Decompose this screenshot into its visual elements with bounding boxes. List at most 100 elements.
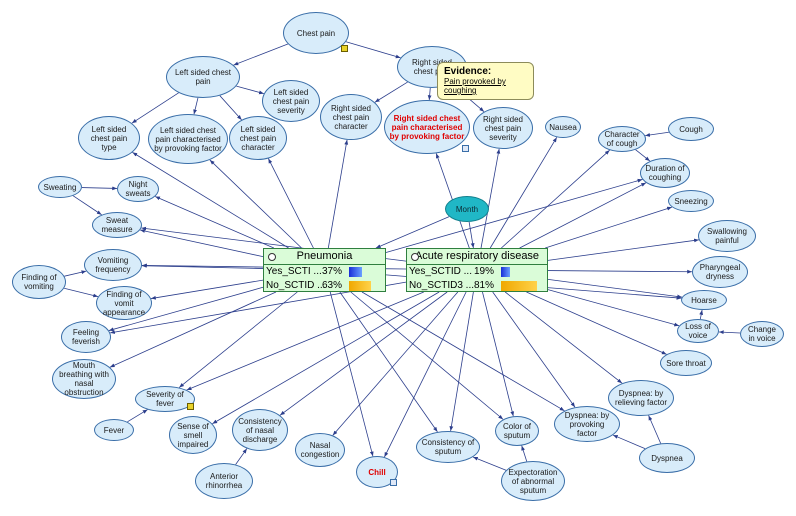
evidence-callout: Evidence: Pain provoked by coughing xyxy=(437,62,534,100)
node-label: Left sided chest pain character xyxy=(239,124,277,152)
node-label: Swallowing painful xyxy=(706,227,748,245)
collapse-circle-icon[interactable] xyxy=(268,253,276,261)
edge-arrow xyxy=(329,291,374,457)
state-row: No_SCTID ...63% xyxy=(264,279,385,293)
evidence-text[interactable]: Pain provoked by coughing xyxy=(444,77,506,95)
state-label: No_SCTID ... xyxy=(266,280,326,291)
edge-arrow xyxy=(267,158,314,249)
node-pharyngeal-dryness[interactable]: Pharyngeal dryness xyxy=(692,256,748,288)
node-label: Nausea xyxy=(549,122,577,132)
edge-arrow xyxy=(81,186,118,191)
node-label: Color of sputum xyxy=(502,422,531,440)
node-label: Sore throat xyxy=(666,358,706,368)
node-feeling-feverish[interactable]: Feeling feverish xyxy=(61,321,111,353)
node-duration-coughing[interactable]: Duration of coughing xyxy=(640,158,690,188)
node-vomit-appearance[interactable]: Finding of vomit appearance xyxy=(96,286,152,320)
node-consistency-sputum[interactable]: Consistency of sputum xyxy=(416,431,480,463)
node-loss-voice[interactable]: Loss of voice xyxy=(677,319,719,343)
node-label: Duration of coughing xyxy=(645,164,685,182)
node-label: Night sweats xyxy=(125,180,151,198)
node-anterior-rhinorrhea[interactable]: Anterior rhinorrhea xyxy=(195,463,253,499)
node-nausea[interactable]: Nausea xyxy=(545,116,581,138)
state-row: No_SCTID3 ...81% xyxy=(407,279,547,293)
node-left-chest-pain[interactable]: Left sided chest pain xyxy=(166,56,240,98)
node-vomiting-frequency[interactable]: Vomiting frequency xyxy=(84,249,142,281)
node-night-sweats[interactable]: Night sweats xyxy=(117,176,159,202)
node-label: Right sided chest pain character xyxy=(330,103,372,131)
node-chill[interactable]: Chill xyxy=(356,456,398,488)
node-change-voice[interactable]: Change in voice xyxy=(740,321,784,347)
node-label: Sense of smell impaired xyxy=(177,421,209,449)
edge-arrow xyxy=(427,87,432,101)
evidence-marker-icon xyxy=(390,479,397,486)
node-right-character[interactable]: Right sided chest pain character xyxy=(320,94,382,140)
node-nasal-congestion[interactable]: Nasal congestion xyxy=(295,433,345,467)
edge-arrow xyxy=(374,81,408,103)
node-chest-pain[interactable]: Chest pain xyxy=(283,12,349,54)
probability-bar xyxy=(501,267,510,277)
edge-arrow xyxy=(635,149,651,162)
node-sneezing[interactable]: Sneezing xyxy=(668,190,714,212)
state-value: 63% xyxy=(322,280,343,291)
node-month[interactable]: Month xyxy=(445,196,489,222)
edge-arrow xyxy=(699,309,704,320)
node-cough[interactable]: Cough xyxy=(668,117,714,141)
node-label: Nasal congestion xyxy=(300,441,340,459)
edge-arrow xyxy=(521,445,528,462)
node-right-provoking[interactable]: Right sided chest pain characterised by … xyxy=(384,100,470,154)
node-left-character[interactable]: Left sided chest pain character xyxy=(229,116,287,160)
edge-arrow xyxy=(519,182,647,249)
edge-arrow xyxy=(193,97,199,115)
node-dyspnea-relieving[interactable]: Dyspnea: by relieving factor xyxy=(608,380,674,416)
node-label: Cough xyxy=(679,124,703,134)
node-label: Consistency of sputum xyxy=(421,438,475,456)
node-left-severity[interactable]: Left sided chest pain severity xyxy=(262,80,320,122)
node-sense-smell[interactable]: Sense of smell impaired xyxy=(169,416,217,454)
node-color-sputum[interactable]: Color of sputum xyxy=(495,416,539,446)
node-swallowing-painful[interactable]: Swallowing painful xyxy=(698,220,756,252)
edge-arrow xyxy=(547,238,699,261)
edge-arrow xyxy=(449,291,474,432)
node-hoarse[interactable]: Hoarse xyxy=(681,290,727,310)
edge-arrow xyxy=(212,291,440,425)
node-severity-fever[interactable]: Severity of fever xyxy=(135,386,195,412)
edge-arrow xyxy=(504,291,623,384)
node-left-type[interactable]: Left sided chest pain type xyxy=(78,116,140,160)
node-character-cough[interactable]: Character of cough xyxy=(598,126,646,152)
edge-arrow xyxy=(547,289,680,327)
state-label: Yes_SCTI ... xyxy=(266,266,322,277)
node-sweat-measure[interactable]: Sweat measure xyxy=(92,212,142,238)
evidence-marker-icon xyxy=(187,403,194,410)
node-dyspnea-provoking[interactable]: Dyspnea: by provoking factor xyxy=(554,406,620,442)
node-label: Left sided chest pain severity xyxy=(272,87,310,115)
edge-arrow xyxy=(141,263,264,269)
node-sore-throat[interactable]: Sore throat xyxy=(660,350,712,376)
node-finding-vomiting[interactable]: Finding of vomiting xyxy=(12,265,66,299)
state-value: 19% xyxy=(474,266,495,277)
edge-arrow xyxy=(235,448,248,465)
edge-arrow xyxy=(482,291,515,417)
edge-arrow xyxy=(547,278,683,299)
node-label: Left sided chest pain xyxy=(174,68,232,86)
node-label: Fever xyxy=(103,425,125,435)
node-sweating[interactable]: Sweating xyxy=(38,176,82,198)
node-mouth-breathing[interactable]: Mouth breathing with nasal obstruction xyxy=(52,359,116,399)
node-label: Right sided chest pain xyxy=(411,58,453,76)
node-right-severity[interactable]: Right sided chest pain severity xyxy=(473,107,533,149)
node-label: Chill xyxy=(368,467,386,477)
node-label: Vomiting frequency xyxy=(95,256,131,274)
node-nasal-discharge[interactable]: Consistency of nasal discharge xyxy=(232,409,288,451)
probability-bar xyxy=(501,281,537,291)
node-dyspnea[interactable]: Dyspnea xyxy=(639,443,695,473)
node-label: Loss of voice xyxy=(685,322,711,340)
collapse-circle-icon[interactable] xyxy=(411,253,419,261)
node-label: Chest pain xyxy=(296,28,336,38)
edge-arrow xyxy=(384,291,467,458)
node-left-provoking[interactable]: Left sided chest pain characterised by p… xyxy=(148,114,228,164)
node-expectoration[interactable]: Expectoration of abnormal sputum xyxy=(501,461,565,501)
node-fever[interactable]: Fever xyxy=(94,419,134,441)
node-label: Expectoration of abnormal sputum xyxy=(508,467,558,495)
evidence-marker-icon xyxy=(341,45,348,52)
